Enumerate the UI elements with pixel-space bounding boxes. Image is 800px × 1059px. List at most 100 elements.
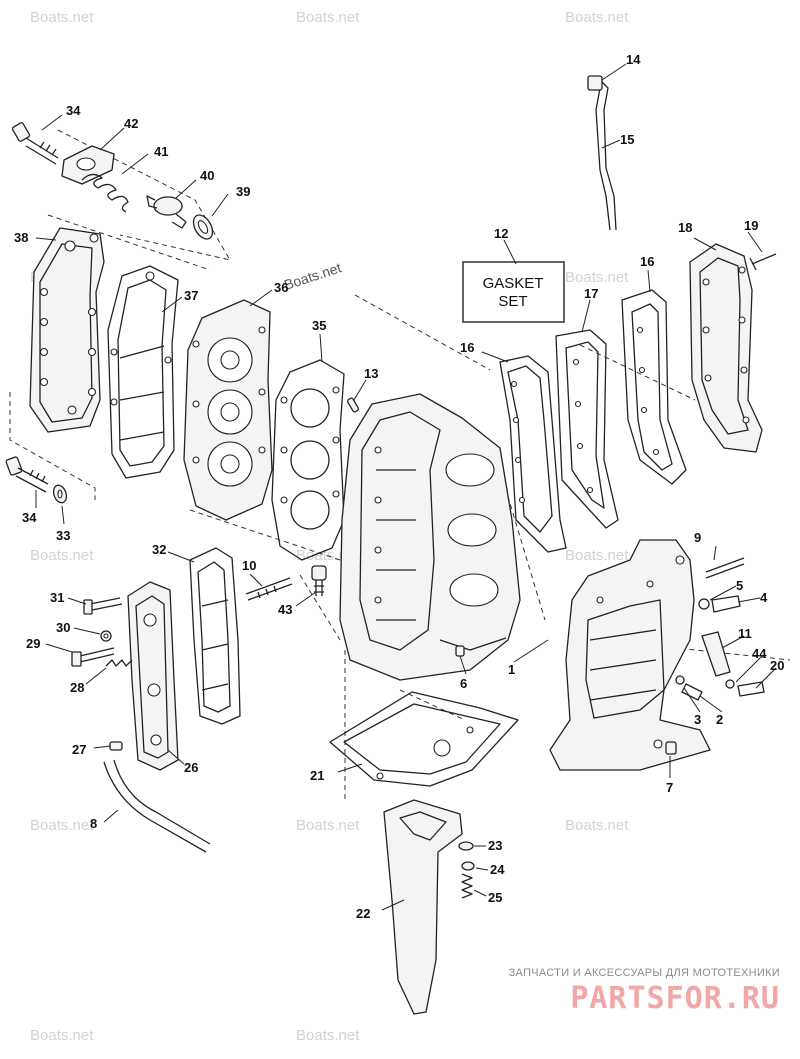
watermark: Boats.net xyxy=(30,817,94,834)
watermark: Boats.net xyxy=(30,547,94,564)
part-29-bolt xyxy=(71,647,115,667)
part-38-cylinder-head-cover xyxy=(29,227,105,433)
part-36-cylinder-head xyxy=(183,299,273,521)
callout-31: 31 xyxy=(50,590,64,605)
part-43-plug xyxy=(311,565,327,596)
part-10-stud xyxy=(245,577,293,601)
watermark: Boats.net xyxy=(296,1027,360,1044)
part-27-clamp xyxy=(109,741,123,751)
footer-tagline: ЗАПЧАСТИ И АКСЕССУАРЫ ДЛЯ МОТОТЕХНИКИ xyxy=(509,967,780,979)
callout-32: 32 xyxy=(152,542,166,557)
callout-3: 3 xyxy=(694,712,701,727)
callout-37: 37 xyxy=(184,288,198,303)
part-2-bolt xyxy=(681,683,703,701)
callout-20: 20 xyxy=(770,658,784,673)
callout-6: 6 xyxy=(460,676,467,691)
callout-28: 28 xyxy=(70,680,84,695)
callout-10: 10 xyxy=(242,558,256,573)
callout-34-top: 34 xyxy=(66,103,81,118)
callout-7: 7 xyxy=(666,780,673,795)
footer-branding: ЗАПЧАСТИ И АКСЕССУАРЫ ДЛЯ МОТОТЕХНИКИ PA… xyxy=(509,967,780,1016)
callout-numbers: 34 42 41 40 39 38 37 36 35 13 12 16 17 1… xyxy=(14,52,784,921)
watermark: Boats.net xyxy=(30,9,94,26)
watermarks: Boats.net Boats.net Boats.net Boats.net … xyxy=(30,9,629,1044)
part-41-spring xyxy=(81,173,129,213)
part-44-washer xyxy=(725,679,735,689)
part-24-washer xyxy=(461,861,475,871)
part-6-dowel xyxy=(455,645,465,657)
part-35-head-gasket xyxy=(271,359,345,561)
part-4-bolt xyxy=(711,595,741,613)
callout-33: 33 xyxy=(56,528,70,543)
gasket-set-line2: SET xyxy=(498,293,527,310)
callout-21: 21 xyxy=(310,768,324,783)
callout-42: 42 xyxy=(124,116,138,131)
callout-41: 41 xyxy=(154,144,168,159)
part-7-plug xyxy=(665,741,677,755)
callout-26: 26 xyxy=(184,760,198,775)
callout-23: 23 xyxy=(488,838,502,853)
footer-logo: PARTSFOR.RU xyxy=(570,981,780,1016)
watermark: Boats.net xyxy=(30,1027,94,1044)
callout-11: 11 xyxy=(738,626,752,641)
callout-29: 29 xyxy=(26,636,40,651)
callout-36: 36 xyxy=(274,280,288,295)
part-34-bolt-top xyxy=(11,122,59,165)
callout-39: 39 xyxy=(236,184,250,199)
part-30-washer xyxy=(100,630,112,642)
watermark: Boats.net xyxy=(296,9,360,26)
callout-8: 8 xyxy=(90,816,97,831)
callout-30: 30 xyxy=(56,620,70,635)
part-26-bypass-cover xyxy=(127,581,179,771)
callout-38: 38 xyxy=(14,230,28,245)
watermark: Boats.net xyxy=(565,269,629,286)
part-16-gasket-right xyxy=(621,289,687,485)
part-1-crankcase xyxy=(549,539,711,771)
callout-43: 43 xyxy=(278,602,292,617)
callout-5: 5 xyxy=(736,578,743,593)
part-11-plate xyxy=(701,631,731,677)
callout-40: 40 xyxy=(200,168,214,183)
part-8-hose xyxy=(103,759,211,853)
part-31-bolt xyxy=(83,597,123,615)
part-13-dowel xyxy=(346,397,360,413)
part-25-spring xyxy=(461,873,473,899)
part-cylinder-block xyxy=(339,393,521,681)
callout-12: 12 xyxy=(494,226,508,241)
callout-16-left: 16 xyxy=(460,340,474,355)
part-9-stud xyxy=(705,557,745,579)
part-17-gasket xyxy=(555,329,619,529)
watermark: Boats.net xyxy=(296,817,360,834)
part-21-adapter-gasket xyxy=(329,691,519,787)
part-33-washer xyxy=(52,484,68,504)
callout-16-right: 16 xyxy=(640,254,654,269)
part-37-gasket xyxy=(107,265,179,479)
leader-lines xyxy=(35,63,777,911)
callout-27: 27 xyxy=(72,742,86,757)
part-39-seal xyxy=(192,214,214,240)
callout-18: 18 xyxy=(678,220,692,235)
gasket-set-box: GASKET SET xyxy=(462,261,565,323)
part-32-gasket xyxy=(189,547,241,725)
callout-34-lower: 34 xyxy=(22,510,37,525)
part-20-bolt xyxy=(737,681,765,697)
callout-15: 15 xyxy=(620,132,634,147)
callout-35: 35 xyxy=(312,318,326,333)
part-23-washer xyxy=(458,841,474,851)
part-14-15-hose xyxy=(587,75,617,231)
watermark: Boats.net xyxy=(565,547,629,564)
callout-1: 1 xyxy=(508,662,515,677)
part-34-bolt-lower xyxy=(5,456,49,493)
watermark-dark: Boats.net xyxy=(282,259,343,293)
watermark: Boats.net xyxy=(565,9,629,26)
part-22-exhaust-tube xyxy=(383,799,463,1015)
callout-22: 22 xyxy=(356,906,370,921)
callout-17: 17 xyxy=(584,286,598,301)
part-16-gasket-left xyxy=(499,355,567,553)
part-42-gasket-plate xyxy=(61,145,115,185)
callout-2: 2 xyxy=(716,712,723,727)
callout-13: 13 xyxy=(364,366,378,381)
watermark: Boats.net xyxy=(565,817,629,834)
callout-4: 4 xyxy=(760,590,768,605)
